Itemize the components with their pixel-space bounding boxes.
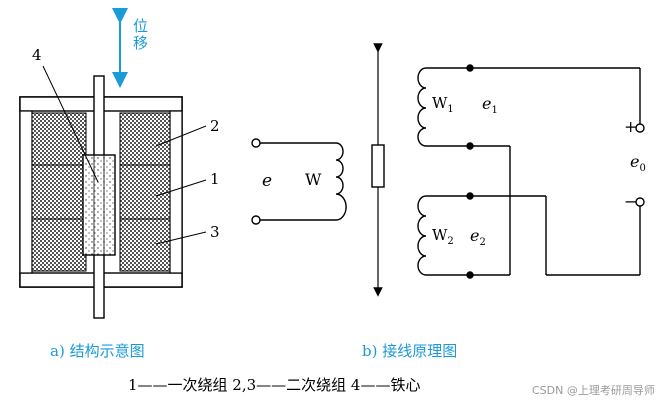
minus-label: − (624, 192, 638, 211)
junction-w1-bottom (466, 142, 474, 150)
output-terminal-plus (635, 123, 645, 133)
part-label-2: 2 (210, 117, 220, 135)
primary-terminal-bottom (251, 215, 261, 225)
e0-label: e0 (630, 152, 646, 175)
winding-left-upper (31, 112, 87, 166)
secondary-coil-w1 (417, 67, 427, 147)
part-label-4: 4 (32, 46, 42, 64)
structure-diagram (19, 65, 207, 319)
part-label-1: 1 (210, 170, 220, 188)
plus-label: + (624, 117, 638, 136)
leader-3 (155, 231, 207, 245)
secondary-coil-w2 (417, 195, 427, 276)
leader-1 (155, 179, 207, 197)
core-symbol (371, 144, 385, 188)
w1-label: W1 (432, 94, 454, 115)
junction-w2-top (466, 192, 474, 200)
primary-voltage-label: e (262, 171, 273, 191)
winding-right-upper (119, 112, 171, 166)
output-terminal-minus (635, 197, 645, 207)
e1-label: e1 (482, 94, 498, 117)
e2-label: e2 (470, 226, 486, 249)
junction-w2-bottom (466, 271, 474, 279)
leader-2 (155, 125, 207, 147)
caption-structure: a) 结构示意图 (50, 342, 145, 360)
secondary-circuit (417, 64, 645, 279)
part-label-3: 3 (210, 223, 220, 241)
iron-core (82, 154, 116, 256)
primary-circuit (251, 138, 347, 225)
housing-left-wall (19, 110, 33, 274)
primary-coil (335, 142, 347, 221)
junction-w1-top (466, 64, 474, 72)
core-axis (371, 43, 385, 297)
primary-terminal-top (251, 138, 261, 148)
legend: 1——一次绕组 2,3——二次绕组 4——铁心 (128, 376, 421, 394)
primary-winding-label: W (305, 170, 322, 189)
winding-right-lower (119, 218, 171, 272)
winding-left-middle (31, 164, 87, 220)
winding-left-lower (31, 218, 87, 272)
displacement-label: 位移 (131, 18, 149, 52)
leader-4 (42, 65, 99, 183)
w2-label: W2 (432, 226, 454, 247)
winding-right-middle (119, 164, 171, 220)
housing-right-wall (169, 110, 183, 274)
caption-wiring: b) 接线原理图 (362, 342, 458, 360)
watermark: CSDN @上理考研周导师 (532, 384, 655, 397)
